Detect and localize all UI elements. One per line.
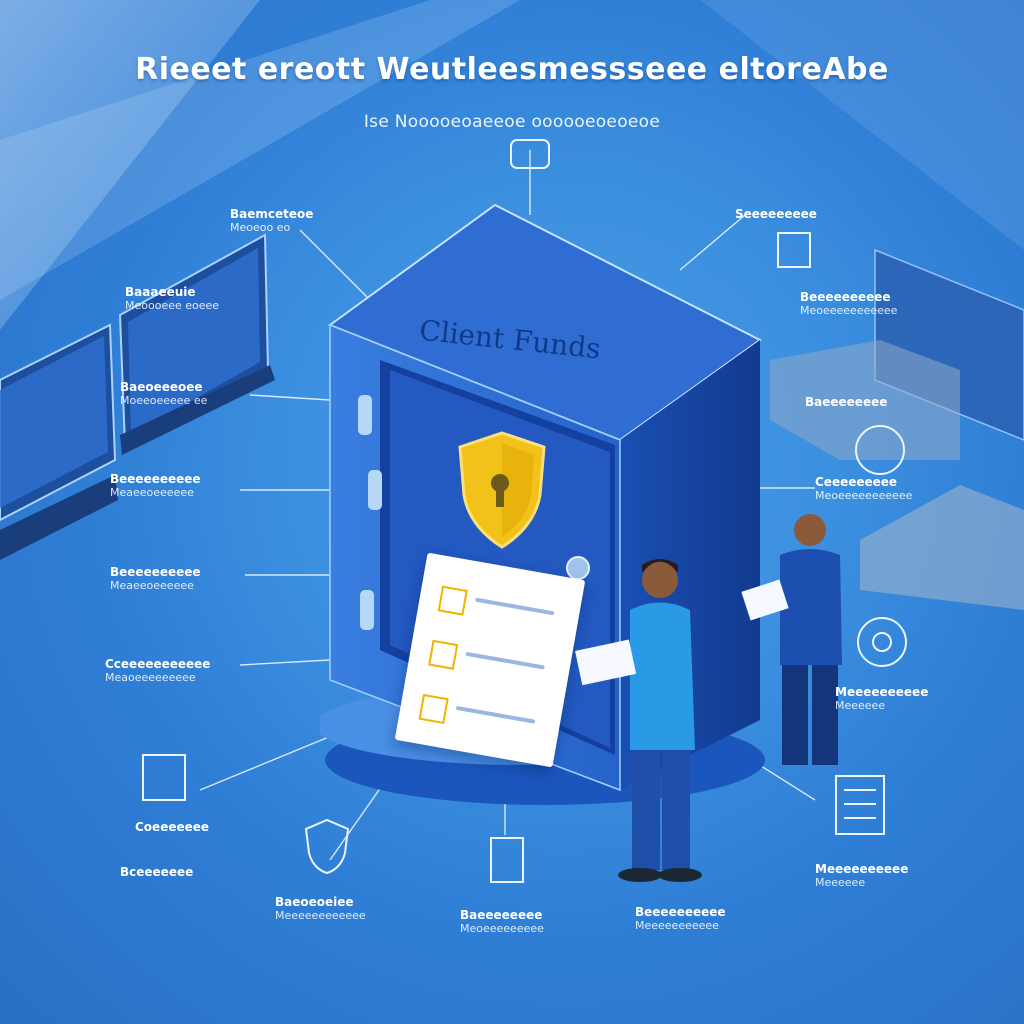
gear-icon — [857, 617, 907, 667]
checklist-icon — [835, 775, 885, 835]
checkbox-check-icon — [428, 639, 459, 670]
monitor-icon — [490, 837, 524, 883]
document-icon — [777, 232, 811, 268]
label-left-7: Coeeeeeee — [135, 820, 210, 834]
checklist-document — [394, 552, 586, 768]
page-title: Rieeet ereott Weutleesmessseee eltoreAbe — [135, 52, 889, 87]
page-subtitle: Ise Nooooeoaeeoe oooooeoeoeoe — [363, 112, 661, 132]
people-icon — [142, 754, 186, 801]
server-right-illustration — [770, 248, 1024, 610]
lock-icon — [510, 139, 550, 169]
shield-icon — [304, 818, 350, 875]
monitor-left-illustration — [0, 233, 275, 560]
shield-lock-icon — [458, 431, 546, 549]
checkbox-check-icon — [437, 585, 468, 616]
globe-icon — [855, 425, 905, 475]
label-left-8: Bceeeeeee — [120, 865, 194, 879]
label-right-1: Seeeeeeeee — [735, 207, 817, 221]
people-illustration — [575, 514, 842, 882]
label-right-3: Baeeeeeeee — [805, 395, 888, 409]
checkbox-check-icon — [418, 693, 449, 725]
